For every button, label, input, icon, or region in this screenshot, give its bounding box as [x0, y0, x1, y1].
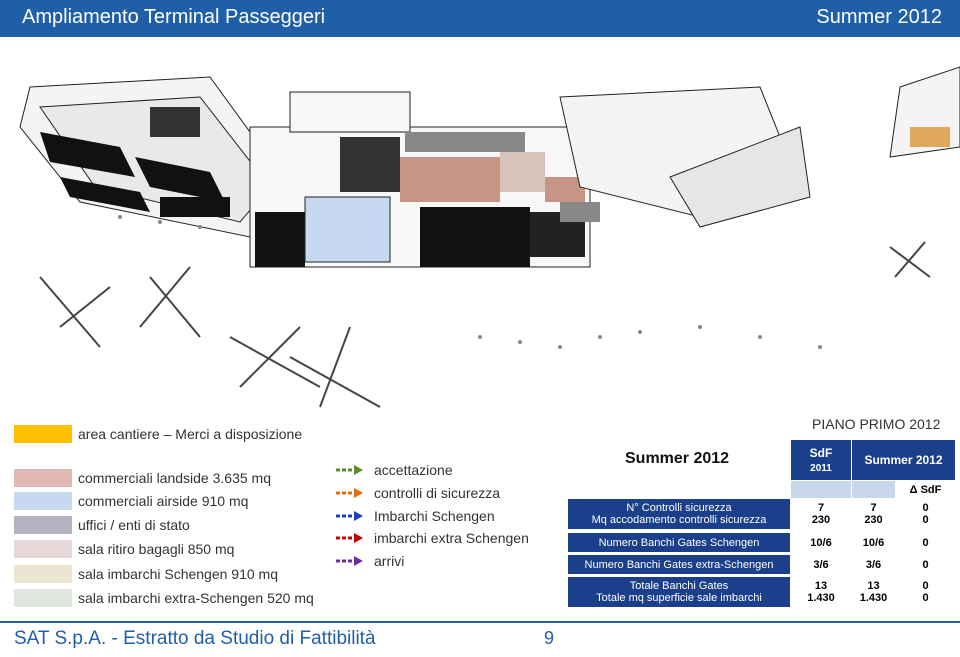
legend-swatch-schengen — [14, 565, 72, 583]
cell-value: 0 — [922, 592, 929, 604]
col-summer-spacer — [852, 481, 895, 498]
legend-label-extra-schengen: sala imbarchi extra-Schengen 520 mq — [78, 590, 314, 606]
cell-value: 3/6 — [813, 558, 829, 571]
slide-title: Ampliamento Terminal Passeggeri — [22, 6, 326, 28]
arrow-icon — [336, 488, 363, 498]
flow-label-accettazione: accettazione — [374, 462, 453, 478]
row-label-a: Numero Banchi Gates Schengen — [598, 536, 760, 549]
footer-divider — [0, 621, 960, 623]
row-label-b: Totale mq superficie sale imbarchi — [596, 592, 762, 604]
arrow-icon — [336, 511, 363, 521]
table-cell: 0 — [896, 533, 955, 552]
row-label-a: N° Controlli sicurezza — [626, 502, 732, 514]
col-delta-header: Δ SdF — [896, 481, 955, 498]
legend-label-uffici: uffici / enti di stato — [78, 517, 190, 533]
footer-company: SAT S.p.A. - Estratto da Studio di Fatti… — [14, 628, 376, 649]
page-number: 9 — [544, 628, 555, 648]
slide-season: Summer 2012 — [816, 6, 942, 28]
table-row-label: Totale Banchi Gates Totale mq superficie… — [568, 577, 790, 607]
floor-plan-map — [0, 37, 960, 417]
cell-value: 230 — [811, 514, 831, 526]
cell-value: 0 — [922, 536, 929, 549]
table-left-header: Summer 2012 — [625, 450, 730, 467]
arrow-icon — [336, 533, 363, 543]
cell-value: 3/6 — [865, 558, 882, 571]
table-title: PIANO PRIMO 2012 — [812, 416, 941, 432]
row-label-a: Totale Banchi Gates — [629, 580, 729, 592]
flow-label-extra-schengen: imbarchi extra Schengen — [374, 530, 529, 546]
cell-value: 230 — [864, 514, 883, 526]
table-row-label: Numero Banchi Gates extra-Schengen — [568, 555, 790, 574]
col-summer-label: Summer 2012 — [864, 453, 943, 467]
legend-label-airside: commerciali airside 910 mq — [78, 493, 249, 509]
cell-value: 1.430 — [859, 592, 888, 604]
legend-label-schengen: sala imbarchi Schengen 910 mq — [78, 566, 279, 582]
row-label-b: Mq accodamento controlli sicurezza — [591, 514, 767, 526]
table-cell: 10/6 — [791, 533, 851, 552]
cell-value: 13 — [814, 580, 828, 592]
table-cell: 0 0 — [896, 499, 955, 529]
table-cell: 3/6 — [791, 555, 851, 574]
flow-label-arrivi: arrivi — [374, 553, 405, 569]
flow-label-controlli: controlli di sicurezza — [374, 485, 501, 501]
legend-swatch-extra-schengen — [14, 589, 72, 607]
table-cell: 7 230 — [852, 499, 895, 529]
legend-swatch-cantiere — [14, 425, 72, 443]
col-sdf-header: SdF 2011 — [791, 440, 851, 480]
legend-swatch-uffici — [14, 516, 72, 534]
col-summer-header: Summer 2012 — [852, 440, 955, 480]
cell-value: 1.430 — [807, 592, 835, 604]
table-cell: 13 1.430 — [852, 577, 895, 607]
table-cell: 13 1.430 — [791, 577, 851, 607]
col-sdf-label: SdF — [809, 446, 833, 460]
table-cell: 3/6 — [852, 555, 895, 574]
col-delta-label: Δ SdF — [909, 483, 942, 496]
col-sdf-year: 2011 — [810, 463, 832, 474]
legend-label-bagagli: sala ritiro bagagli 850 mq — [78, 541, 235, 557]
cell-value: 0 — [922, 558, 929, 571]
table-cell: 10/6 — [852, 533, 895, 552]
arrow-icon — [336, 556, 363, 566]
flow-label-schengen: Imbarchi Schengen — [374, 508, 495, 524]
table-cell: 0 — [896, 555, 955, 574]
cell-value: 10/6 — [810, 536, 832, 549]
table-cell: 0 0 — [896, 577, 955, 607]
row-label-a: Numero Banchi Gates extra-Schengen — [584, 558, 774, 571]
cell-value: 10/6 — [862, 536, 885, 549]
legend-swatch-airside — [14, 492, 72, 510]
cell-value: 0 — [922, 580, 929, 592]
title-bar: Ampliamento Terminal Passeggeri Summer 2… — [0, 0, 960, 37]
cell-value: 7 — [870, 502, 877, 514]
legend-label-landside: commerciali landside 3.635 mq — [78, 470, 271, 486]
cell-value: 0 — [922, 502, 929, 514]
table-row-label: N° Controlli sicurezza Mq accodamento co… — [568, 499, 790, 529]
cell-value: 0 — [922, 514, 929, 526]
col-sdf-spacer — [791, 481, 851, 498]
legend-swatch-landside — [14, 469, 72, 487]
cell-value: 13 — [867, 580, 880, 592]
arrow-icon — [336, 465, 363, 475]
cell-value: 7 — [817, 502, 825, 514]
table-row-label: Numero Banchi Gates Schengen — [568, 533, 790, 552]
legend-swatch-bagagli — [14, 540, 72, 558]
table-cell: 7 230 — [791, 499, 851, 529]
legend-label-cantiere: area cantiere – Merci a disposizione — [78, 426, 303, 442]
